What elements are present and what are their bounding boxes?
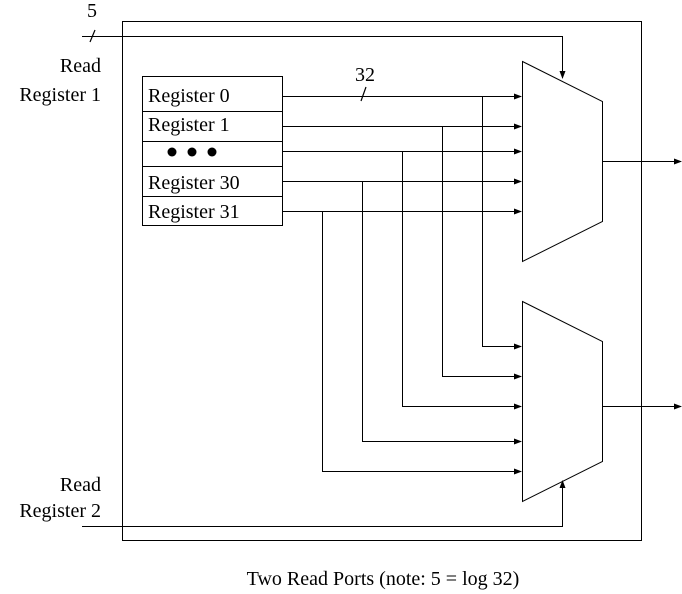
register-ellipsis: [167, 147, 217, 157]
register-block: Register 0 Register 1 Register 30 Regist…: [142, 76, 283, 226]
register-file-boundary: [122, 21, 642, 541]
bus-width-5-label: 5: [87, 0, 97, 22]
bus-width-slash-32: [360, 86, 367, 102]
read-register-1-label-line1: Read: [60, 55, 101, 77]
mux-read-port-1: [522, 60, 603, 263]
diagram-caption: Two Read Ports (note: 5 = log 32): [247, 568, 520, 590]
read-register-2-wire: [82, 480, 566, 527]
register-output-wires: [282, 93, 522, 475]
register-31: Register 31: [148, 201, 240, 223]
register-30: Register 30: [148, 172, 240, 194]
read-register-2-label-line2: Register 2: [19, 500, 101, 522]
register-0: Register 0: [148, 85, 230, 107]
read-register-1-label-line2: Register 1: [19, 84, 101, 106]
bus-width-32-label: 32: [355, 64, 375, 86]
read-register-1-wire: [82, 36, 566, 79]
register-1: Register 1: [148, 114, 230, 136]
mux-read-port-2: [522, 300, 603, 503]
read-register-2-label-line1: Read: [60, 474, 101, 496]
